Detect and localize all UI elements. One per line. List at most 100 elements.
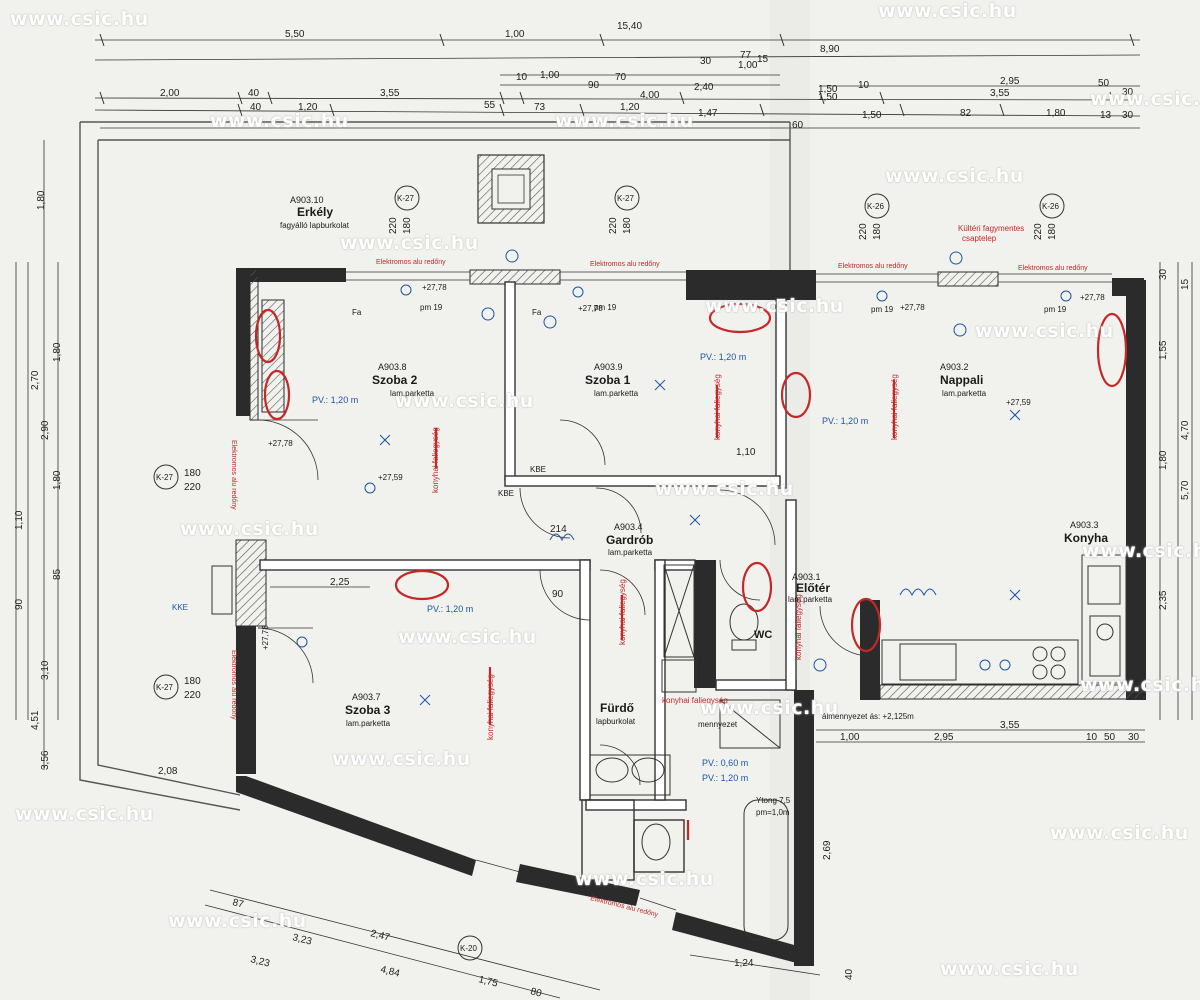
dim-top-r4-180: 1,80 — [1046, 108, 1066, 119]
red-annotations: konyhai faliegység konyhai faliegység ko… — [431, 224, 1024, 740]
room-szoba2-code: A903.8 — [378, 362, 407, 372]
marker-180-f: 180 — [1047, 223, 1058, 240]
dim-top-r4-60: 60 — [792, 120, 804, 131]
dim-top-550: 5,50 — [285, 29, 305, 40]
dim-top-r4-120: 1,20 — [298, 102, 318, 113]
electrical-symbols — [296, 249, 1072, 706]
marker-k27-b: K-27 — [617, 194, 634, 203]
marker-220-b: 220 — [608, 217, 619, 234]
room-gardrob-finish: lam.parketta — [608, 548, 653, 557]
watermark: www.csic.hu — [168, 910, 307, 932]
level-2778-e: +27,78 — [268, 439, 293, 448]
room-szoba1-name: Szoba 1 — [585, 373, 631, 387]
dim-top-r2-77: 77 — [740, 50, 752, 61]
dim-right-1: 1,80 — [1158, 450, 1169, 470]
room-szoba2-name: Szoba 2 — [372, 373, 418, 387]
dim-mid-9: 214 — [550, 524, 567, 535]
marker-220-e: 220 — [858, 223, 869, 240]
red-note-csaptelep: csaptelep — [962, 234, 997, 243]
watermark: www.csic.hu — [210, 110, 349, 132]
dim-left-4: 1,80 — [52, 470, 63, 490]
watermark: www.csic.hu — [1082, 540, 1200, 562]
marker-k27-c: K-27 — [156, 473, 173, 482]
watermark: www.csic.hu — [575, 868, 714, 890]
dim-top-r2-295: 2,95 — [1000, 76, 1020, 87]
kke-label: KKE — [172, 603, 188, 612]
red-note-gardrob: konyhai faliegység — [618, 579, 627, 645]
pv-nappali: PV.: 1,20 m — [822, 416, 868, 426]
marker-220-d: 220 — [184, 690, 201, 701]
pv-szoba3: PV.: 1,20 m — [427, 604, 473, 614]
pv-furdo-060: PV.: 0,60 m — [702, 758, 748, 768]
pm10-note: pm=1,0m — [756, 808, 790, 817]
mid-dimension-texts: 1,00 2,95 3,55 10 50 30 1,10 2,25 90 214… — [158, 447, 1140, 860]
dim-right-5: 30 — [1158, 268, 1169, 280]
marker-180-e: 180 — [872, 223, 883, 240]
marker-k27-a: K-27 — [397, 194, 414, 203]
dim-bottom-6: 80 — [529, 986, 543, 999]
dim-mid-8: 90 — [552, 589, 564, 600]
dim-mid-11: 2,69 — [822, 840, 833, 860]
blue-annotations: PV.: 1,20 m PV.: 1,20 m PV.: 1,20 m PV.:… — [172, 352, 868, 783]
watermark: www.csic.hu — [15, 803, 154, 825]
dim-right-4: 2,35 — [1158, 590, 1169, 610]
shutter-note-6: Elektromos alu redőny — [230, 650, 237, 720]
kbe-label-2: KBE — [498, 489, 514, 498]
dim-right-6: 15 — [1180, 278, 1191, 290]
red-note-eloter: konyhai faliegység — [794, 594, 803, 660]
watermark: www.csic.hu — [1080, 674, 1200, 696]
watermark: www.csic.hu — [700, 697, 839, 719]
level-2759: +27,59 — [378, 473, 403, 482]
shutter-note-4: Elektromos alu redőny — [1018, 265, 1088, 272]
dim-top-r4-120b: 1,20 — [620, 102, 640, 113]
dim-top-100: 1,00 — [505, 29, 525, 40]
dim-top-r4-73: 73 — [534, 102, 546, 113]
room-wc-name: WC — [754, 629, 772, 641]
watermark: www.csic.hu — [180, 518, 319, 540]
dim-left-9: 4,51 — [30, 710, 41, 730]
marker-220-c: 220 — [184, 482, 201, 493]
dim-top-r4-30: 30 — [1122, 110, 1134, 121]
window-openings — [346, 271, 1112, 911]
dim-right-0: 1,55 — [1158, 340, 1169, 360]
dim-top-r2-100b: 1,00 — [738, 60, 758, 71]
dim-mid-6: 1,10 — [736, 447, 756, 458]
dim-top-r3-30: 30 — [1122, 87, 1134, 98]
marker-k26-b: K-26 — [1042, 202, 1059, 211]
watermark: www.csic.hu — [398, 626, 537, 648]
dim-top-r4-82: 82 — [960, 108, 972, 119]
marker-k27-d: K-27 — [156, 683, 173, 692]
dim-left-8: 3,10 — [40, 660, 51, 680]
watermark: www.csic.hu — [878, 0, 1017, 22]
marker-220-f: 220 — [1033, 223, 1044, 240]
dim-bottom-4: 4,84 — [379, 964, 401, 979]
level-2778-b: +27,78 — [578, 304, 603, 313]
shutter-note-1: Elektromos alu redőny — [376, 259, 446, 266]
room-szoba3-code: A903.7 — [352, 692, 381, 702]
room-erkely-code: A903.10 — [290, 195, 324, 205]
marker-180-a: 180 — [402, 217, 413, 234]
room-eloter-finish: lam.parketta — [788, 595, 833, 604]
dim-top-r3-400: 4,00 — [640, 90, 660, 101]
room-konyha-code: A903.3 — [1070, 520, 1099, 530]
dim-left-6: 90 — [14, 598, 25, 610]
dim-top-r2-150: 1,50 — [818, 92, 838, 103]
left-dimension-texts: 1,80 1,80 2,70 2,90 1,80 1,10 90 85 3,10… — [14, 190, 63, 770]
dim-bottom-7: 1,24 — [734, 958, 754, 969]
level-marks: +27,78 +27,78 +27,78 +27,78 +27,78 +27,5… — [261, 283, 1105, 817]
balcony-outline — [79, 121, 791, 811]
room-szoba1-code: A903.9 — [594, 362, 623, 372]
room-gardrob-code: A903.4 — [614, 522, 643, 532]
room-erkely-name: Erkély — [297, 205, 333, 219]
marker-180-b: 180 — [622, 217, 633, 234]
red-note-kulteri: Kültéri fagymentes — [958, 224, 1024, 233]
dim-left-0: 1,80 — [36, 190, 47, 210]
dim-mid-4: 50 — [1104, 732, 1116, 743]
watermark: www.csic.hu — [10, 8, 149, 30]
dim-top-r3-200: 2,00 — [160, 88, 180, 99]
room-gardrob-name: Gardrób — [606, 533, 653, 547]
section-markers — [153, 185, 1065, 961]
red-note-szoba1: konyhai faliegység — [713, 374, 722, 440]
shutter-note-5: Elektromos alu redőny — [230, 440, 237, 510]
watermark: www.csic.hu — [555, 110, 694, 132]
